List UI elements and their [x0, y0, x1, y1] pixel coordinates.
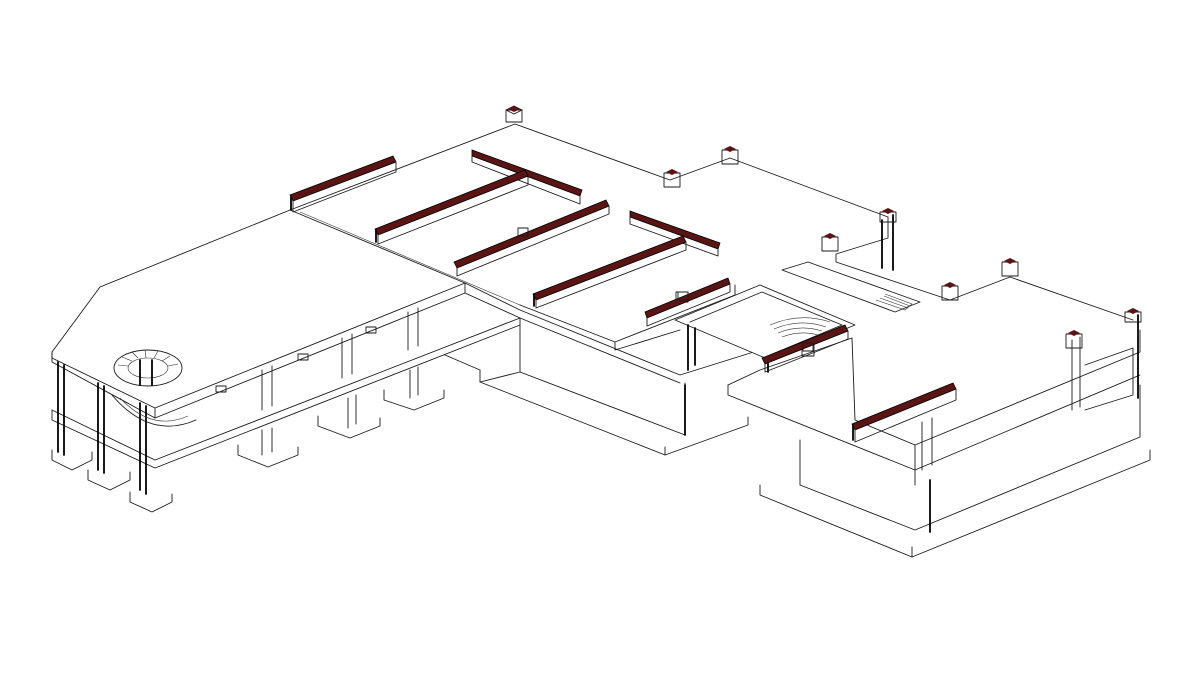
column-heads [505, 105, 1142, 357]
middle-core-box [444, 324, 749, 456]
beam [532, 235, 687, 309]
column-head [821, 233, 839, 252]
column-head [505, 105, 523, 123]
stair-opening [781, 261, 921, 313]
beam [851, 382, 957, 443]
middle-block [289, 123, 889, 456]
right-block [674, 214, 1151, 558]
middle-grid-line [299, 211, 521, 306]
right-slab-lower [727, 374, 1141, 471]
spiral-staircase [111, 349, 197, 427]
column-head [879, 208, 897, 223]
middle-slab-front-edge [464, 282, 761, 376]
beam [629, 210, 721, 257]
column-head [1065, 330, 1083, 349]
right-side-wall [1084, 347, 1134, 411]
column-head [941, 282, 959, 301]
right-block-columns [881, 214, 1139, 471]
beam [289, 155, 397, 213]
beam [644, 277, 731, 327]
left-wing-columns [57, 307, 419, 495]
left-wing-footings [51, 366, 445, 513]
middle-slab-lower-edge [464, 292, 681, 384]
left-wing-roof-slab [51, 209, 466, 409]
right-base-footing [759, 449, 1151, 558]
right-base-box [799, 384, 1141, 531]
left-wing [51, 209, 521, 513]
right-slab-front [727, 329, 1141, 446]
column-head [1001, 258, 1019, 277]
middle-roof-outline [289, 123, 889, 218]
beam [453, 199, 610, 277]
beams [289, 149, 957, 443]
column-head [663, 169, 681, 188]
beam [374, 169, 529, 245]
right-roof-outline [835, 216, 1134, 321]
column-head [721, 146, 739, 165]
left-wing-beam-stubs [215, 326, 377, 393]
beam [761, 324, 849, 373]
middle-step-edge [519, 304, 681, 351]
column-head [1124, 308, 1142, 323]
beam [471, 149, 583, 205]
